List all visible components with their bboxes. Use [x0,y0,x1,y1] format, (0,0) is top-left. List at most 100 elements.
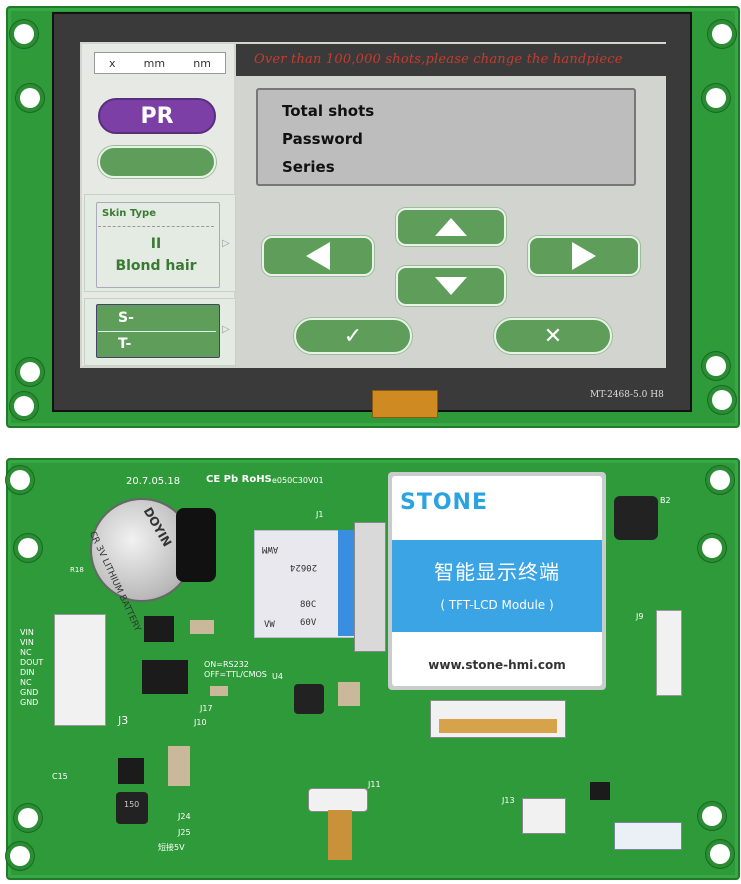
ffc-print: AWM [262,544,279,554]
ffc-print: 20624 [290,562,318,572]
date-code: 20.7.05.18 [126,476,181,487]
lcd-connector-pins [439,719,557,733]
sticker-band [392,540,602,632]
pin-label: DOUT [20,658,44,667]
mount-hole [20,88,40,108]
skin-type-panel[interactable] [84,194,236,292]
left-button[interactable] [262,236,374,276]
model-number: MT-2468-5.0 H8 [590,390,664,400]
pin-label: NC [20,648,32,657]
silk-short-5v: 短接5V [158,843,185,852]
mount-hole [702,806,722,826]
down-button[interactable] [396,266,506,306]
ffc-print: 80C [300,600,317,610]
skin-type-title: Skin Type [102,208,156,219]
silk-b2: B2 [660,496,671,505]
skin-type-value: II [150,236,162,252]
warning-banner [236,44,666,76]
cancel-button[interactable]: ✕ [494,318,612,354]
mount-hole [18,808,38,828]
silk-j11: J11 [368,780,381,789]
ffc-stiffener [338,530,354,636]
silk-j9: J9 [636,612,644,621]
pin-label: DIN [20,668,35,677]
silk-j3: J3 [118,714,129,727]
info-total-shots: Total shots [282,102,375,120]
sticker-website: www.stone-hmi.com [428,658,566,672]
confirm-button[interactable]: ✓ [294,318,412,354]
unit-x[interactable]: x [109,56,116,70]
mount-hole [712,24,732,44]
silk-rs232: ON=RS232 [204,660,249,669]
mount-hole [710,470,730,490]
smd-component [210,686,228,696]
smd-component [190,620,214,634]
ffc-print: VW [264,620,275,630]
ic-chip [590,782,610,800]
silk-u4: U4 [272,672,283,681]
inductor [116,792,148,824]
flex-tail [328,810,352,860]
connector-j13 [522,798,566,834]
warning-banner-text: Over than 100,000 shots,please change th… [254,52,623,67]
pin-header-j3 [54,614,106,726]
t-label: T- [118,336,132,352]
connector-j11 [308,788,368,812]
inductor [294,684,324,714]
expand-arrow-icon[interactable]: ▷ [222,238,230,249]
sticker-chinese: 智能显示终端 [434,560,560,584]
check-icon: ✓ [343,323,363,349]
info-password: Password [282,130,363,148]
mount-hole [10,470,30,490]
s-label: S- [118,310,134,326]
arrow-up-icon [435,218,467,236]
arrow-right-icon [572,242,596,270]
battery-holder [176,508,216,582]
unit-nm[interactable]: nm [193,56,211,70]
pin-label: NC [20,678,32,687]
right-button[interactable] [528,236,640,276]
info-series: Series [282,158,335,176]
ffc-connector [354,522,386,652]
info-display [256,88,636,186]
mount-hole [706,356,726,376]
unit-mm[interactable]: mm [143,56,166,70]
config-table [614,822,682,850]
blank-button[interactable] [98,146,216,178]
silk-j10: J10 [194,718,207,727]
silk-r18: R18 [70,566,84,574]
arrow-down-icon [435,277,467,295]
skin-type-frame [96,202,220,288]
part-code: e050C30V01 [272,476,324,485]
mount-hole [10,846,30,866]
up-button[interactable] [396,208,506,246]
mount-hole [702,538,722,558]
mount-hole [18,538,38,558]
sticker-module: ( TFT-LCD Module ) [440,598,554,612]
mount-hole [712,390,732,410]
ic-chip [118,758,144,784]
inductor [614,496,658,540]
pr-button[interactable]: PR [98,98,216,134]
silk-j17: J17 [200,704,213,713]
mount-hole [710,844,730,864]
expand-arrow-icon[interactable]: ▷ [222,324,230,335]
silk-150: 150 [124,800,140,809]
pin-label: GND [20,688,39,697]
silk-ttl: OFF=TTL/CMOS [204,670,267,679]
lcd-connector [430,700,566,738]
pin-header-j9 [656,610,682,696]
pin-label: VIN [20,638,34,647]
mount-hole [706,88,726,108]
pin-labels: VIN VIN NC DOUT DIN NC GND GND [20,628,43,708]
divider [98,331,216,332]
silk-j24: J24 [178,812,191,821]
unit-selector[interactable]: x mm nm [94,52,226,74]
smd-component [168,746,190,786]
pin-label: GND [20,698,39,707]
silk-j1: J1 [316,510,324,519]
pin-label: VIN [20,628,34,637]
silk-c15: C15 [52,772,68,781]
silk-j25: J25 [178,828,191,837]
mount-hole [14,396,34,416]
